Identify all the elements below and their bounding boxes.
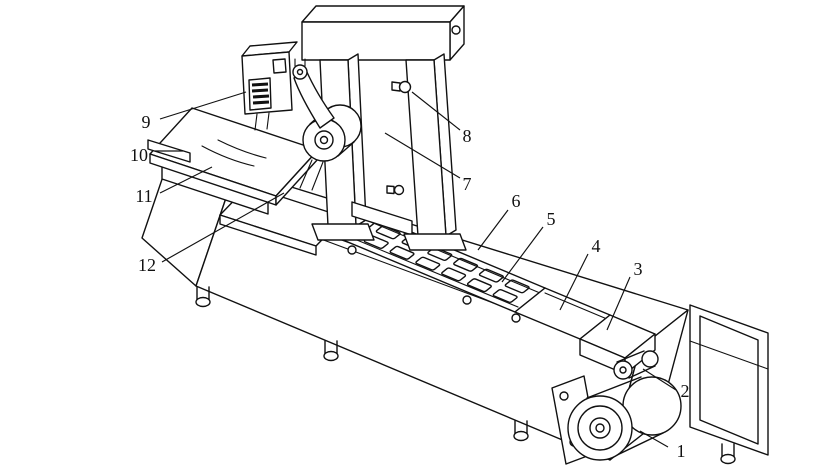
chain-roller: [347, 245, 357, 255]
callout-label-4: 4: [592, 236, 601, 256]
forming-station: [147, 107, 319, 215]
portal-frame: [301, 5, 467, 251]
roll-arm: [293, 69, 335, 129]
leader-lines: [155, 91, 677, 448]
control-box: [241, 41, 298, 131]
callout-label-9: 9: [142, 112, 151, 132]
machine-feet: [195, 286, 736, 465]
callout-label-8: 8: [463, 126, 472, 146]
film-roll-assembly: [292, 58, 362, 191]
callout-label-11: 11: [135, 186, 152, 206]
callout-label-3: 3: [634, 259, 643, 279]
callout-label-2: 2: [681, 381, 690, 401]
motor-roller-assembly: [551, 350, 682, 465]
callout-label-10: 10: [130, 145, 148, 165]
end-frame: [689, 304, 769, 456]
callout-labels: 1 2 3 4 5 6 7 8 9 10 11 12: [130, 112, 690, 461]
callout-label-6: 6: [512, 191, 521, 211]
callout-label-7: 7: [463, 174, 472, 194]
chain-roller: [511, 313, 521, 323]
callout-label-1: 1: [677, 441, 686, 461]
callout-label-5: 5: [547, 209, 556, 229]
guide-roller: [613, 360, 633, 380]
clamp-bolt-stem: [391, 81, 401, 92]
arm-pivot: [292, 64, 308, 80]
callout-label-12: 12: [138, 255, 156, 275]
clamp-bolt-icon: [398, 80, 412, 94]
chain-roller: [462, 295, 472, 305]
